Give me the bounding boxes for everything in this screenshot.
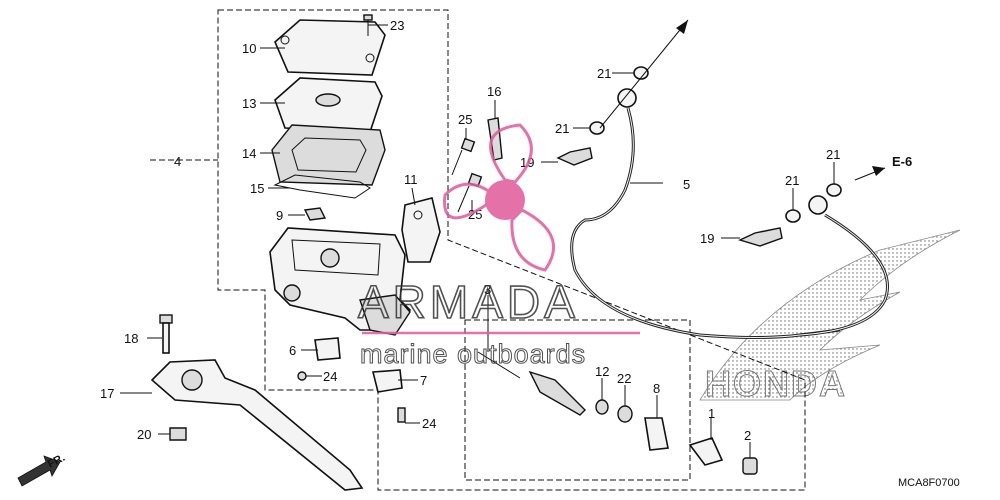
diaphragm [271, 124, 386, 186]
piston-set [477, 351, 669, 451]
part-label: 7 [420, 373, 427, 388]
washer-2 [589, 121, 605, 135]
pivot-nut [169, 427, 187, 441]
part-label: 19 [700, 231, 714, 246]
washer-4 [826, 183, 842, 197]
brake-hose-lower [799, 213, 889, 337]
part-label: 15 [250, 181, 264, 196]
part-label: 13 [242, 96, 256, 111]
honda-logo-text: HONDA [705, 363, 847, 404]
part-label: 21 [597, 66, 611, 81]
assembly-outlines [150, 9, 806, 491]
washer-3 [785, 209, 801, 223]
front-label: FR. [46, 452, 67, 471]
propeller-logo [443, 123, 555, 272]
switch-6 [314, 337, 341, 361]
banjo-lower [808, 195, 828, 215]
watermark: ARMADA marine outboards [357, 123, 640, 370]
master-cylinder-body [269, 227, 412, 336]
part-label: 22 [617, 371, 631, 386]
part-label: 14 [242, 146, 256, 161]
holder-bolt-upper [451, 137, 476, 176]
part-label: 23 [390, 18, 404, 33]
part-label: 24 [323, 369, 337, 384]
part-label: 10 [242, 41, 256, 56]
brake-hose-upper [570, 107, 841, 339]
bleeder [688, 437, 724, 466]
part-label: 4 [174, 154, 181, 169]
banjo-bolt-upper [556, 147, 593, 166]
part-label: 20 [137, 427, 151, 442]
banjo-upper [617, 88, 637, 108]
part-label: 11 [404, 172, 418, 187]
screw-24-upper [297, 371, 307, 381]
part-label: 5 [683, 177, 690, 192]
drawing-code: MCA8F0700 [898, 477, 960, 489]
part-label: 17 [100, 386, 114, 401]
part-label: 1 [708, 406, 715, 421]
watermark-tagline: marine outboards [360, 339, 586, 369]
watermark-brand: ARMADA [358, 276, 579, 328]
part-label: 21 [785, 173, 799, 188]
screw-24-lower [397, 407, 406, 423]
pivot-bolt [159, 314, 173, 354]
clip [303, 207, 327, 221]
brake-lever [150, 359, 364, 491]
reservoir-cap [274, 19, 386, 76]
reference-arrow-icon [854, 166, 886, 181]
part-label: 21 [826, 147, 840, 162]
part-label: 2 [744, 428, 751, 443]
part-label: 24 [422, 416, 436, 431]
bleeder-cap [742, 457, 758, 475]
part-label: 6 [289, 343, 296, 358]
leader-lines [120, 24, 835, 458]
reference-label: E-6 [892, 154, 912, 169]
diaphragm-plate [274, 77, 383, 133]
part-label: 9 [276, 208, 283, 223]
part-label: 21 [555, 121, 569, 136]
part-label: 25 [458, 112, 472, 127]
arrow-icon [599, 19, 689, 129]
honda-logo: HONDA [699, 229, 961, 405]
banjo-bolt-lower [738, 227, 783, 247]
part-label: 16 [487, 84, 501, 99]
screw [363, 14, 373, 36]
part-label: 8 [653, 381, 660, 396]
holder-bracket [401, 197, 441, 263]
part-label: 18 [124, 331, 138, 346]
part-label: 12 [595, 364, 609, 379]
part-label: 3 [484, 282, 491, 297]
switch-7 [371, 369, 403, 393]
spring-plate [273, 174, 371, 199]
front-arrow-icon [17, 455, 61, 487]
